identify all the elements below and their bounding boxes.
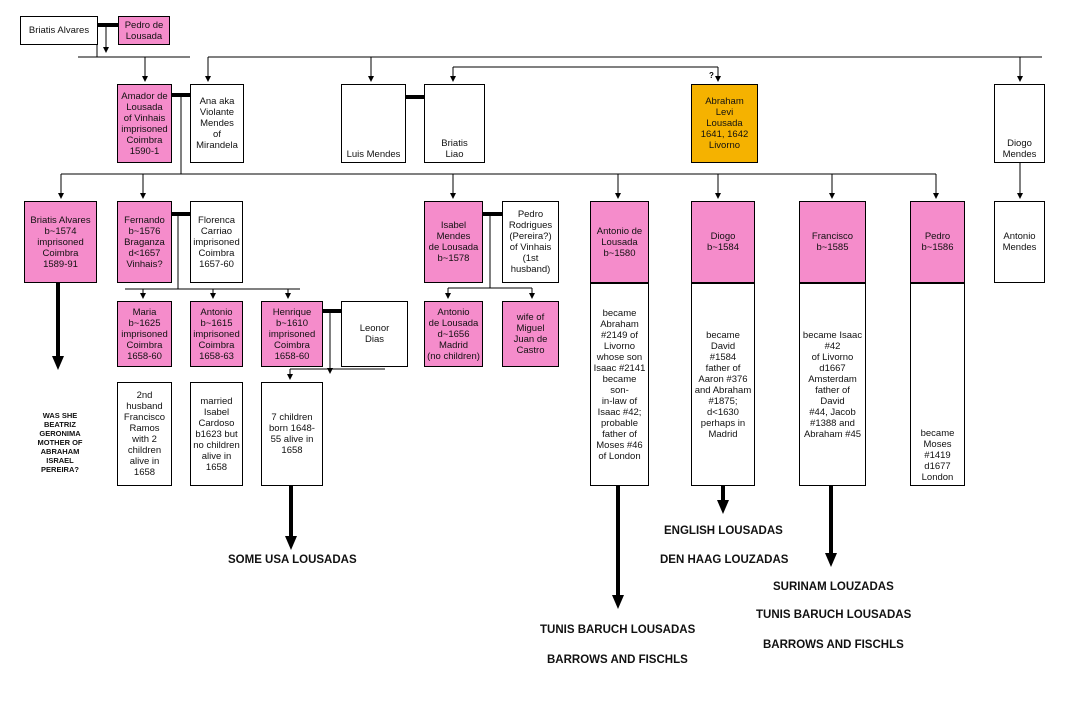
question-mark: ?: [709, 71, 714, 80]
person-antonio-mendes: Antonio Mendes: [994, 201, 1045, 283]
person-ana-violante-mendes: Ana aka Violante Mendes of Mirandela: [190, 84, 244, 163]
person-maria: Maria b~1625 imprisoned Coimbra 1658-60: [117, 301, 172, 367]
note-was-she-beatriz: WAS SHE BEATRIZ GERONIMA MOTHER OF ABRAH…: [37, 411, 83, 474]
person-wife-of-miguel-juan-de-castro: wife of Miguel Juan de Castro: [502, 301, 559, 367]
branch-den-haag-louzadas: DEN HAAG LOUZADAS: [660, 554, 789, 566]
person-briatis-liao: Briatis Liao: [424, 84, 485, 163]
person-francisco-1585: Francisco b~1585: [799, 201, 866, 283]
branch-tunis-baruch-lousadas-2: TUNIS BARUCH LOUSADAS: [756, 609, 912, 621]
branch-surinam-louzadas: SURINAM LOUZADAS: [773, 581, 894, 593]
note-diogo-1584: became David #1584 father of Aaron #376 …: [691, 283, 755, 486]
person-antonio-de-lousada-1656: Antonio de Lousada d~1656 Madrid (no chi…: [424, 301, 483, 367]
branch-tunis-baruch-lousadas-1: TUNIS BARUCH LOUSADAS: [540, 624, 696, 636]
note-maria: 2nd husband Francisco Ramos with 2 child…: [117, 382, 172, 486]
person-luis-mendes: Luis Mendes: [341, 84, 406, 163]
person-fernando: Fernando b~1576 Braganza d<1657 Vinhais?: [117, 201, 172, 283]
person-pedro-de-lousada: Pedro de Lousada: [118, 16, 170, 45]
person-antonio-de-lousada-1580: Antonio de Lousada b~1580: [590, 201, 649, 283]
branch-barrows-and-fischls-2: BARROWS AND FISCHLS: [763, 639, 904, 651]
person-florenca-carriao: Florenca Carriao imprisoned Coimbra 1657…: [190, 201, 243, 283]
branch-barrows-and-fischls-1: BARROWS AND FISCHLS: [547, 654, 688, 666]
person-abraham-levi-lousada: Abraham Levi Lousada 1641, 1642 Livorno: [691, 84, 758, 163]
person-briatis-alvares-top: Briatis Alvares: [20, 16, 98, 45]
person-diogo-mendes: Diogo Mendes: [994, 84, 1045, 163]
person-leonor-dias: Leonor Dias: [341, 301, 408, 367]
person-diogo-1584: Diogo b~1584: [691, 201, 755, 283]
person-briatis-alvares-1574: Briatis Alvares b~1574 imprisoned Coimbr…: [24, 201, 97, 283]
person-pedro-1586: Pedro b~1586: [910, 201, 965, 283]
person-antonio-1615: Antonio b~1615 imprisoned Coimbra 1658-6…: [190, 301, 243, 367]
branch-some-usa-lousadas: SOME USA LOUSADAS: [228, 554, 357, 566]
person-pedro-rodrigues: Pedro Rodrigues (Pereira?) of Vinhais (1…: [502, 201, 559, 283]
branch-english-lousadas: ENGLISH LOUSADAS: [664, 525, 783, 537]
note-antonio-1580: became Abraham #2149 of Livorno whose so…: [590, 283, 649, 486]
person-amador-de-lousada: Amador de Lousada of Vinhais imprisoned …: [117, 84, 172, 163]
note-henrique: 7 children born 1648- 55 alive in 1658: [261, 382, 323, 486]
note-pedro-1586: became Moses #1419 d1677 London: [910, 283, 965, 486]
note-antonio-1615: married Isabel Cardoso b1623 but no chil…: [190, 382, 243, 486]
person-isabel-mendes-de-lousada: Isabel Mendes de Lousada b~1578: [424, 201, 483, 283]
person-henrique: Henrique b~1610 imprisoned Coimbra 1658-…: [261, 301, 323, 367]
note-francisco-1585: became Isaac #42 of Livorno d1667 Amster…: [799, 283, 866, 486]
